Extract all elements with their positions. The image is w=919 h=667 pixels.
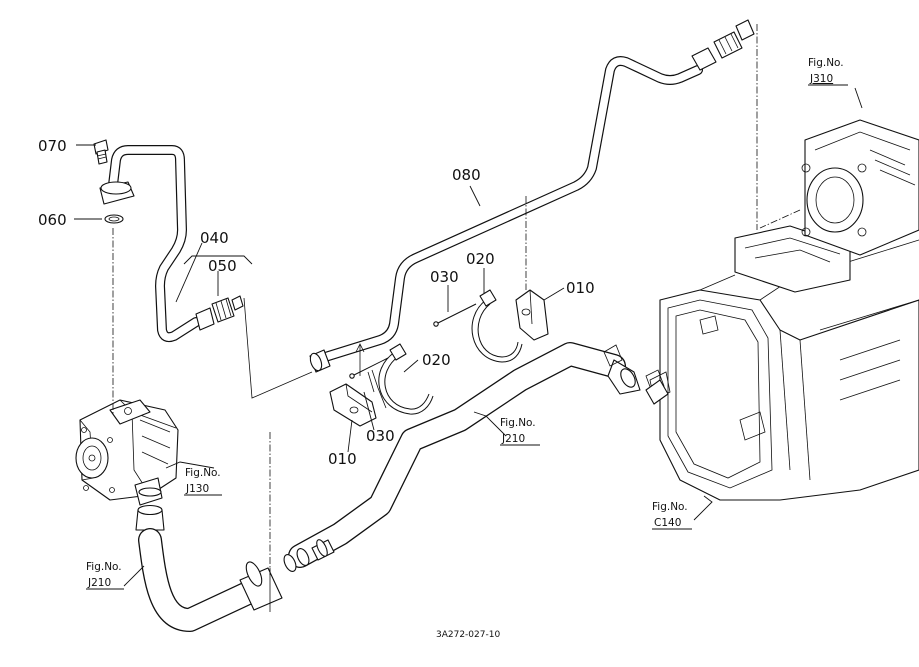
svg-text:Fig.No.: Fig.No. [86,561,122,573]
label-080: 080 [452,166,481,184]
label-010-right: 010 [566,279,595,297]
label-040: 040 [200,229,229,247]
label-070: 070 [38,137,67,155]
figure-ref-j310[interactable]: Fig.No. J310 [808,57,848,86]
svg-text:J130: J130 [185,483,209,495]
svg-text:Fig.No.: Fig.No. [500,417,536,429]
pipe-080 [317,56,703,363]
label-030-bottom: 030 [366,427,395,445]
assembly-lines [112,24,801,612]
hose-clamp-ring-2 [296,548,310,566]
pin-030-bottom [349,357,389,379]
svg-text:Fig.No.: Fig.No. [652,501,688,513]
pipe-nut-upper [691,47,717,71]
figure-ref-j130[interactable]: Fig.No. J130 [184,467,222,496]
leader-lines [74,87,863,587]
svg-text:J210: J210 [87,577,111,589]
suction-hose [138,342,626,632]
svg-text:Fig.No.: Fig.No. [808,57,844,69]
label-020-mid: 020 [422,351,451,369]
hose-clamp-ring-1 [283,554,297,572]
pipe-040 [108,145,201,343]
svg-text:J310: J310 [809,73,833,85]
figure-ref-j210-mid[interactable]: Fig.No. J210 [500,417,540,446]
svg-text:C140: C140 [654,517,681,529]
figure-ref-c140[interactable]: Fig.No. C140 [652,501,692,530]
figure-ref-j210-left[interactable]: Fig.No. J210 [86,561,124,590]
o-ring-pump [138,487,162,497]
group-bracket-040 [183,255,253,265]
clamp-band-020-top [471,289,523,363]
svg-text:J210: J210 [501,433,525,445]
hydraulic-pump [75,399,179,506]
label-020-top: 020 [466,250,495,268]
svg-text:Fig.No.: Fig.No. [185,467,221,479]
label-030-top: 030 [430,268,459,286]
clamp-band-020-bottom [378,343,434,415]
clamp-bracket-010-right [515,289,549,341]
o-ring-060 [104,214,124,224]
clamp-bracket-010-bottom [329,383,377,427]
bolt-070 [93,139,109,165]
label-010-bottom: 010 [328,450,357,468]
transmission-housing [649,119,919,501]
coupling-050 [195,295,244,331]
label-060: 060 [38,211,67,229]
label-050: 050 [208,257,237,275]
drawing-code: 3A272-027-10 [436,630,500,640]
pin-030-top [433,303,477,327]
